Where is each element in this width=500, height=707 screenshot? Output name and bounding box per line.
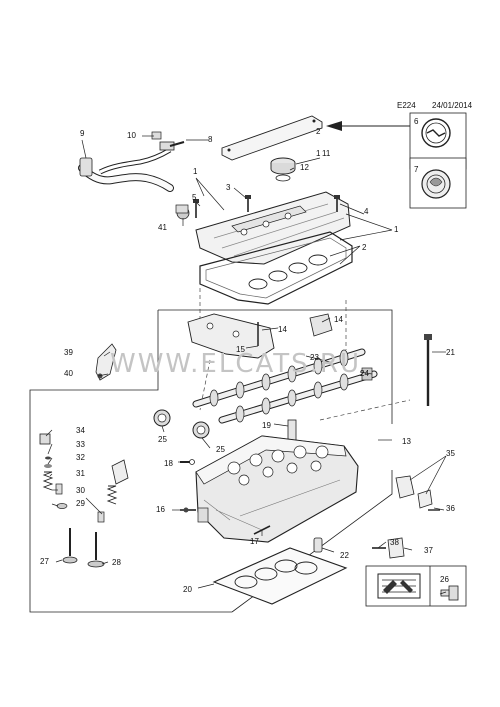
callout-14a: 14 xyxy=(278,325,287,334)
wrench-book-icon xyxy=(377,573,421,599)
callout-7: 7 xyxy=(414,165,419,174)
camshafts xyxy=(192,348,378,424)
callout-2a: 2 xyxy=(362,243,367,252)
right-brackets xyxy=(372,475,440,559)
callout-31: 31 xyxy=(76,469,85,478)
cylinder-head xyxy=(195,435,359,543)
sensor-icon xyxy=(440,585,459,601)
callout-1b: 1 xyxy=(394,225,399,234)
diagram-code: E224 xyxy=(397,101,416,110)
callout-27: 27 xyxy=(40,557,49,566)
emblem-icon xyxy=(421,118,451,148)
callout-14b: 14 xyxy=(334,315,343,324)
callout-38: 38 xyxy=(390,538,399,547)
pointer-arrow xyxy=(326,121,410,131)
head-gasket xyxy=(212,547,348,605)
callout-41: 41 xyxy=(158,223,167,232)
camshaft-group-frame xyxy=(29,309,393,613)
callout-30: 30 xyxy=(76,486,85,495)
cover-plate xyxy=(221,115,323,161)
callout-10: 10 xyxy=(127,131,136,140)
callout-12: 12 xyxy=(300,163,309,172)
callout-1c: 1 xyxy=(316,149,321,158)
callout-3: 3 xyxy=(226,183,231,192)
callout-4: 4 xyxy=(364,207,369,216)
filler-cap xyxy=(270,157,296,182)
callout-25a: 25 xyxy=(158,435,167,444)
callout-8: 8 xyxy=(208,135,213,144)
callout-32: 32 xyxy=(76,453,85,462)
callout-34: 34 xyxy=(76,426,85,435)
callout-39: 39 xyxy=(64,348,73,357)
camshaft-seals xyxy=(153,409,210,439)
callout-40: 40 xyxy=(64,369,73,378)
callout-20: 20 xyxy=(183,585,192,594)
callout-labels: 1 1 1 2 2 3 4 5 6 7 8 9 10 11 12 13 14 1… xyxy=(40,117,455,594)
callout-33: 33 xyxy=(76,440,85,449)
callout-9: 9 xyxy=(80,129,85,138)
cover-gasket xyxy=(199,231,353,305)
callout-25b: 25 xyxy=(216,445,225,454)
callout-26: 26 xyxy=(440,575,449,584)
bracket-39 xyxy=(95,343,117,381)
cover-bolts xyxy=(193,195,340,218)
callout-11: 11 xyxy=(322,149,331,158)
callout-15: 15 xyxy=(236,345,245,354)
callout-29: 29 xyxy=(76,499,85,508)
callout-2b: 2 xyxy=(316,127,321,136)
callout-17: 17 xyxy=(250,537,259,546)
callout-24: 24 xyxy=(360,369,369,378)
callout-13: 13 xyxy=(402,437,411,446)
breather-hose-assembly xyxy=(78,131,190,220)
diagram-date: 24/01/2014 xyxy=(432,101,473,110)
valve-cover xyxy=(195,191,351,265)
leader-lines xyxy=(45,135,447,595)
callout-6: 6 xyxy=(414,117,419,126)
callout-1a: 1 xyxy=(193,167,198,176)
head-bolt xyxy=(424,334,432,406)
callout-16: 16 xyxy=(156,505,165,514)
callout-35: 35 xyxy=(446,449,455,458)
callout-21: 21 xyxy=(446,348,455,357)
callout-36: 36 xyxy=(446,504,455,513)
callout-23: 23 xyxy=(310,353,319,362)
callout-22: 22 xyxy=(340,551,349,560)
callout-19: 19 xyxy=(262,421,271,430)
watermark: WWW.ELCATS.RU xyxy=(110,349,361,379)
callout-5: 5 xyxy=(192,193,197,202)
valve-train-parts xyxy=(39,433,129,568)
callout-18: 18 xyxy=(164,459,173,468)
callout-37: 37 xyxy=(424,546,433,555)
callout-28: 28 xyxy=(112,558,121,567)
oil-cap-icon xyxy=(421,169,451,199)
